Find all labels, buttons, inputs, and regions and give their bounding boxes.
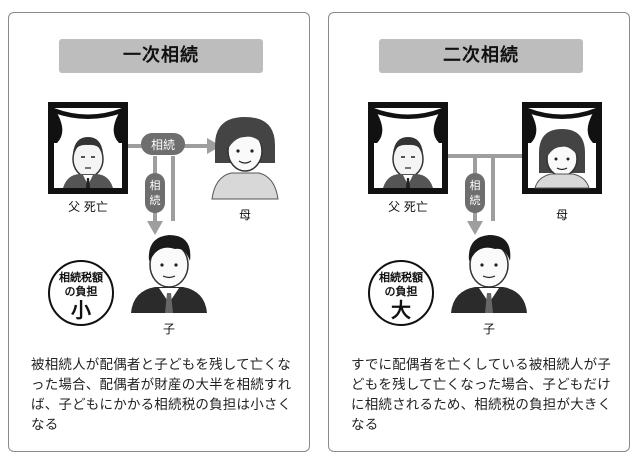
caption: 被相続人が配偶者と子どもを残して亡くなった場合、配偶者が財産の大半を相続すれば、… [31,357,292,433]
svg-text:相続税額: 相続税額 [379,270,423,284]
memorial-portrait-icon [522,102,602,194]
v-label-char1: 相 [150,179,161,192]
caption: すでに配偶者を亡くしている被相続人が子どもを残して亡くなった場合、子どもだけに相… [351,357,612,433]
v-label-char2: 続 [150,193,161,207]
panel-title: 二次相続 [379,39,583,73]
inherit-label-vertical: 相 続 [145,173,165,213]
first-inheritance-panel: 一次相続 相続 相 続 [8,12,310,452]
mother-label: 母 [239,208,251,222]
son-icon [451,235,527,313]
tax-burden-badge: 相続税額 の負担 大 [368,260,434,326]
svg-text:相続: 相続 [151,138,175,152]
svg-text:の負担: の負担 [65,284,98,298]
tax-burden-badge: 相続税額 の負担 小 [48,260,114,326]
father-label: 父 死亡 [68,200,108,214]
son-icon [131,235,207,313]
svg-text:大: 大 [391,298,411,322]
child-label: 子 [483,322,495,336]
inherit-label-vertical: 相 続 [465,173,485,213]
svg-text:小: 小 [71,298,91,322]
memorial-portrait-icon [48,102,128,194]
memorial-portrait-icon [368,102,448,194]
inherit-label-horizontal: 相続 [141,133,185,155]
panel-title: 一次相続 [59,39,263,73]
mother-icon [211,117,279,200]
svg-text:の負担: の負担 [385,284,418,298]
child-label: 子 [163,322,175,336]
second-inheritance-diagram: 相 続 父 死亡 [368,102,602,336]
mother-label: 母 [556,208,568,222]
father-label: 父 死亡 [388,200,428,214]
first-inheritance-diagram: 相続 相 続 父 死亡 [48,102,279,336]
v-label-char1: 相 [470,179,481,192]
svg-text:相続税額: 相続税額 [59,270,103,284]
second-inheritance-panel: 二次相続 相 続 父 死亡 [328,12,630,452]
v-label-char2: 続 [470,193,481,207]
